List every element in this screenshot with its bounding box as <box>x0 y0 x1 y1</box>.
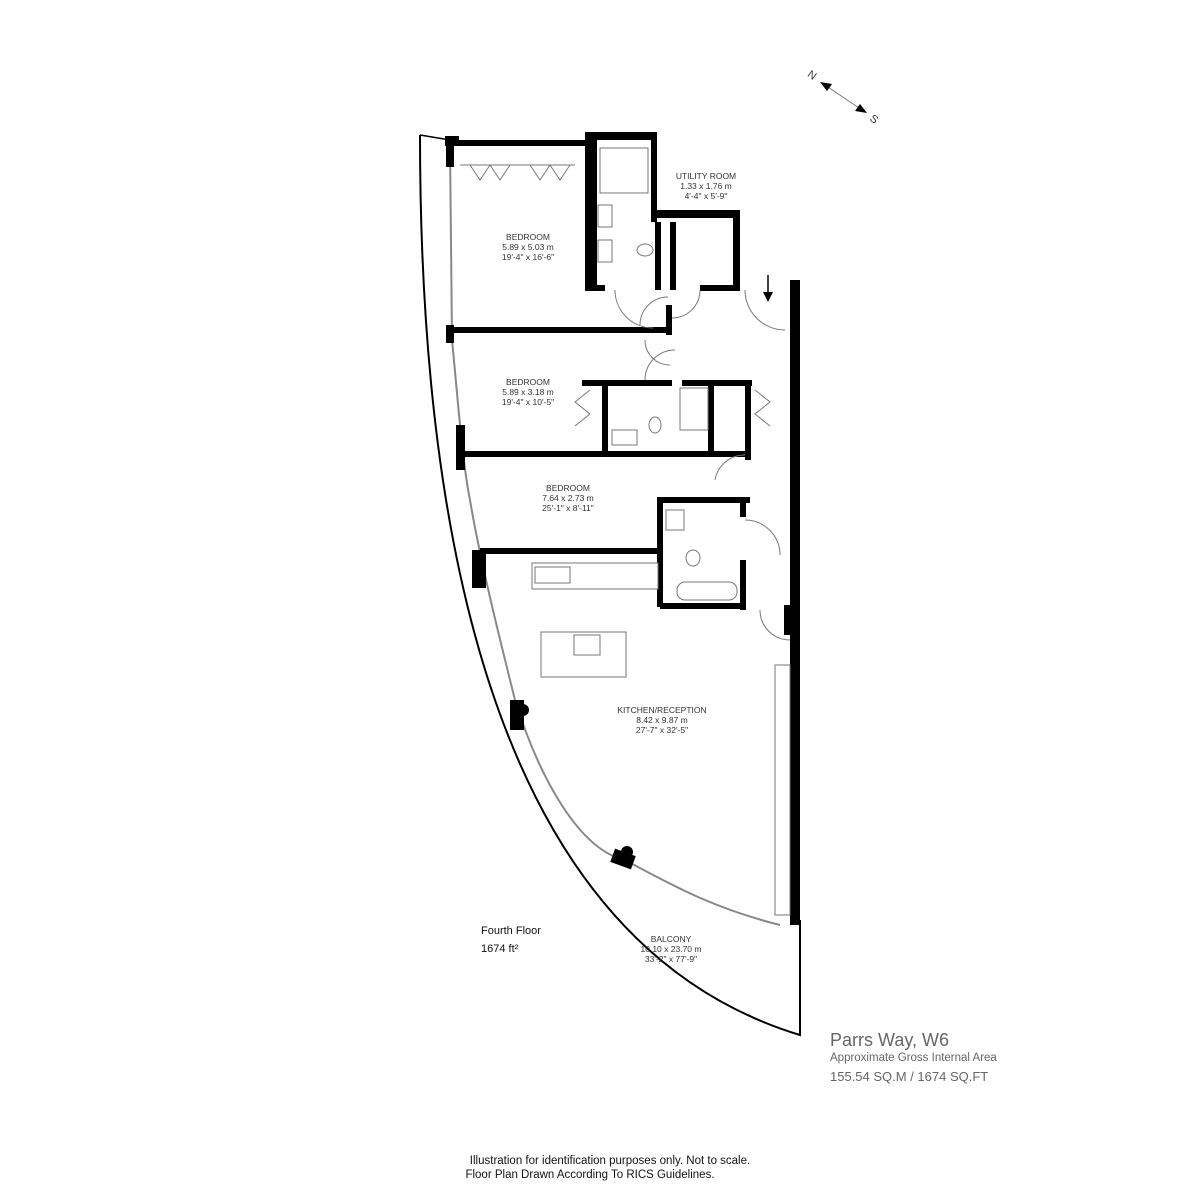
balcony-outline <box>419 134 801 1037</box>
doors <box>614 289 791 641</box>
hob-icon <box>573 634 601 656</box>
basin-icon <box>611 429 638 446</box>
svg-text:19'-4" x 10'-5": 19'-4" x 10'-5" <box>502 397 554 407</box>
room-label-bedroom-3: BEDROOM 7.64 x 2.73 m 25'-1" x 8'-11" <box>542 483 594 513</box>
svg-text:BEDROOM: BEDROOM <box>546 483 590 493</box>
property-title: Parrs Way, W6 <box>830 1030 950 1050</box>
property-area: 155.54 SQ.M / 1674 SQ.FT <box>830 1069 989 1084</box>
walls <box>445 132 800 925</box>
svg-text:BEDROOM: BEDROOM <box>506 232 550 242</box>
room-label-bedroom-1: BEDROOM 5.89 x 5.03 m 19'-4" x 16'-6" <box>502 232 554 262</box>
toilet-icon <box>685 549 701 567</box>
shower-tray <box>679 387 709 431</box>
svg-text:33'-2" x 77'-9": 33'-2" x 77'-9" <box>645 954 697 964</box>
toilet-icon <box>648 416 662 434</box>
basin-icon <box>665 509 685 531</box>
floor-area: 1674 ft² <box>481 943 519 955</box>
compass-icon: N S <box>805 68 880 126</box>
svg-text:27'-7" x 32'-5": 27'-7" x 32'-5" <box>636 725 688 735</box>
compass-north: N <box>805 68 818 82</box>
room-label-bedroom-2: BEDROOM 5.89 x 3.18 m 19'-4" x 10'-5" <box>502 377 554 407</box>
svg-text:KITCHEN/RECEPTION: KITCHEN/RECEPTION <box>617 705 706 715</box>
compass-south: S <box>867 113 880 127</box>
property-subtitle: Approximate Gross Internal Area <box>830 1052 997 1064</box>
wardrobe <box>574 389 771 427</box>
svg-text:BALCONY: BALCONY <box>651 934 692 944</box>
svg-text:7.64 x 2.73 m: 7.64 x 2.73 m <box>542 493 594 503</box>
shower-tray <box>599 147 649 194</box>
wardrobe <box>460 164 575 181</box>
floor-label: Fourth Floor <box>481 925 541 937</box>
svg-text:4'-4" x 5'-9": 4'-4" x 5'-9" <box>685 191 728 201</box>
bathtub-icon <box>676 581 738 601</box>
storage-unit <box>774 664 791 916</box>
basin-icon <box>597 239 613 263</box>
svg-text:5.89 x 3.18 m: 5.89 x 3.18 m <box>502 387 554 397</box>
room-label-kitchen-reception: KITCHEN/RECEPTION 8.42 x 9.87 m 27'-7" x… <box>617 705 706 735</box>
svg-text:5.89 x 5.03 m: 5.89 x 5.03 m <box>502 242 554 252</box>
disclaimer-line-2: Floor Plan Drawn According To RICS Guide… <box>465 1169 715 1181</box>
svg-text:10.10 x 23.70 m: 10.10 x 23.70 m <box>641 944 702 954</box>
basin-icon <box>597 204 613 228</box>
facade-glazing <box>449 144 781 926</box>
svg-text:25'-1" x 8'-11": 25'-1" x 8'-11" <box>542 503 594 513</box>
sink-icon <box>534 566 571 584</box>
svg-text:8.42 x 9.87 m: 8.42 x 9.87 m <box>636 715 688 725</box>
svg-text:BEDROOM: BEDROOM <box>506 377 550 387</box>
svg-text:UTILITY ROOM: UTILITY ROOM <box>676 171 736 181</box>
room-label-balcony: BALCONY 10.10 x 23.70 m 33'-2" x 77'-9" <box>641 934 702 964</box>
svg-text:19'-4" x 16'-6": 19'-4" x 16'-6" <box>502 252 554 262</box>
toilet-icon <box>636 243 654 257</box>
fixtures <box>460 147 791 916</box>
svg-text:1.33 x 1.76 m: 1.33 x 1.76 m <box>680 181 732 191</box>
disclaimer-line-1: Illustration for identification purposes… <box>469 1155 751 1167</box>
room-label-utility: UTILITY ROOM 1.33 x 1.76 m 4'-4" x 5'-9" <box>676 171 736 201</box>
